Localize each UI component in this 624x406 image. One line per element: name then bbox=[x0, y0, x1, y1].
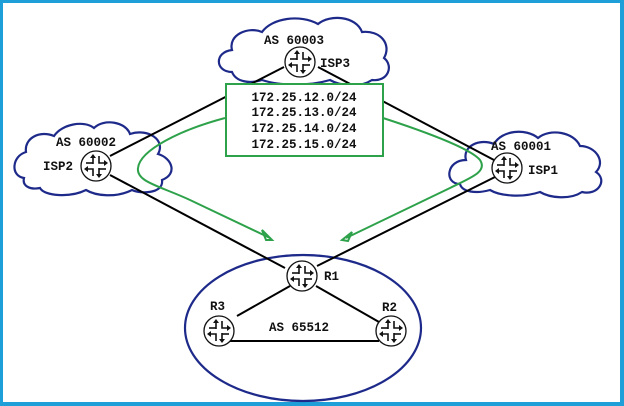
prefix-item: 172.25.14.0/24 bbox=[251, 122, 357, 136]
prefix-item: 172.25.13.0/24 bbox=[251, 106, 357, 120]
as-label-60001: AS 60001 bbox=[491, 140, 551, 154]
router-icon-isp3[interactable] bbox=[284, 46, 316, 78]
router-label-isp2: ISP2 bbox=[43, 160, 73, 174]
link-r1-r2 bbox=[315, 285, 380, 323]
router-label-r3: R3 bbox=[210, 300, 225, 314]
advertised-prefix-box bbox=[225, 83, 384, 157]
as-label-60003: AS 60003 bbox=[264, 34, 324, 48]
router-label-isp1: ISP1 bbox=[528, 164, 558, 178]
link-isp3-isp2 bbox=[109, 66, 285, 157]
route-path-via-isp2 bbox=[136, 117, 271, 239]
router-label-r2: R2 bbox=[382, 301, 397, 315]
router-icon-isp2[interactable] bbox=[80, 150, 112, 182]
link-isp3-isp1 bbox=[317, 66, 495, 161]
as-label-65512: AS 65512 bbox=[269, 321, 329, 335]
as-65512-boundary bbox=[183, 253, 423, 403]
route-path-via-isp1 bbox=[345, 117, 483, 239]
prefix-item: 172.25.15.0/24 bbox=[251, 138, 357, 152]
router-icon-r3[interactable] bbox=[203, 315, 235, 347]
link-isp1-r1 bbox=[316, 176, 496, 267]
router-icon-r1[interactable] bbox=[286, 260, 318, 292]
route-arrowhead-left bbox=[261, 229, 275, 241]
prefix-item: 172.25.12.0/24 bbox=[251, 91, 357, 105]
link-r1-r3 bbox=[236, 285, 291, 317]
router-label-r1: R1 bbox=[324, 270, 339, 284]
router-label-isp3: ISP3 bbox=[320, 57, 350, 71]
as-label-60002: AS 60002 bbox=[56, 136, 116, 150]
router-icon-r2[interactable] bbox=[375, 315, 407, 347]
router-icon-isp1[interactable] bbox=[491, 152, 523, 184]
route-arrowhead-right bbox=[339, 231, 353, 243]
link-isp2-r1 bbox=[109, 174, 286, 269]
